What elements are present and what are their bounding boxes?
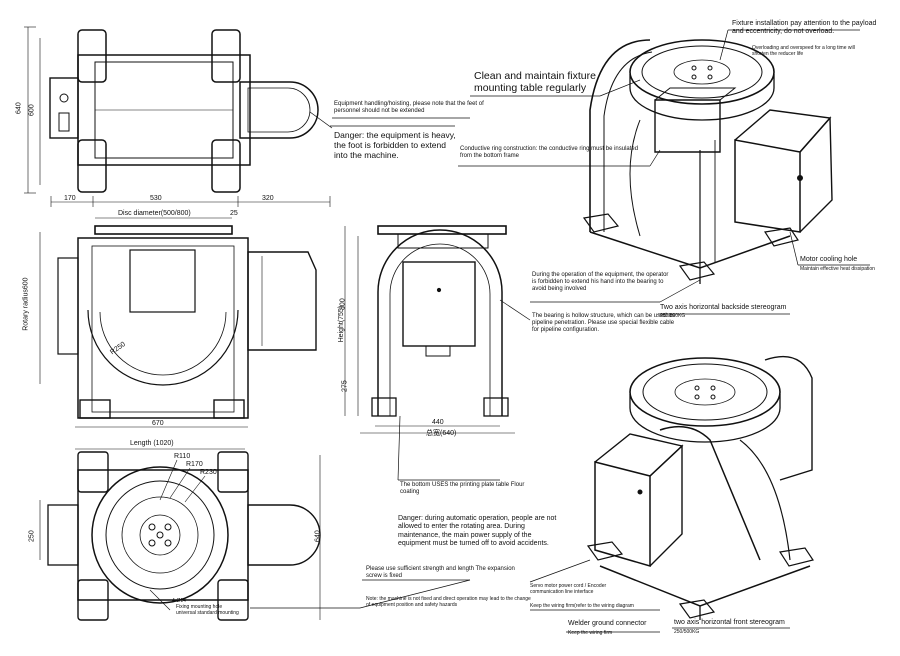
- dim-170: 170: [64, 195, 76, 202]
- backside-stereogram-sub: 250/500KG: [660, 313, 686, 319]
- top-view: [24, 26, 331, 207]
- note-wiring-firm: Keep the wiring firm(refer to the wiring…: [530, 603, 634, 609]
- note-motor-cooling-hole: Motor cooling hole: [800, 256, 858, 263]
- note-expansion-screw: Please use sufficient strength and lengt…: [366, 566, 515, 580]
- mounting-hole-sub1: Fixing mounting hole: [176, 604, 223, 610]
- note-danger-automatic: Danger: during automatic operation, peop…: [398, 515, 557, 547]
- dim-r230: R230: [200, 469, 217, 476]
- front-stereogram: [586, 355, 814, 620]
- dim-320: 320: [262, 195, 274, 202]
- dim-r110: R110: [174, 453, 191, 460]
- note-keep-firm: Keep the wiring firm: [568, 630, 613, 636]
- front-stereogram-sub: 250/500KG: [674, 629, 700, 635]
- note-fixture-installation: Fixture installation pay attention to th…: [732, 20, 877, 36]
- backside-stereogram: [582, 39, 833, 284]
- dim-25: 25: [230, 210, 238, 217]
- plan-view: [39, 448, 321, 621]
- dim-height: Height(755): [338, 305, 346, 343]
- note-leaders: [250, 29, 870, 633]
- mounting-hole-sub2: universal standard mounting: [176, 610, 239, 616]
- note-servo-cord: Servo motor power cord / Encoder communi…: [530, 583, 607, 595]
- dim-disc-diameter: Disc diameter(500/800): [118, 210, 191, 217]
- note-bottom-plate: The bottom USES the printing plate table…: [400, 482, 525, 496]
- dim-530: 530: [150, 195, 162, 202]
- dim-275: 275: [341, 380, 349, 392]
- mounting-hole-label: 4-Ø14: [172, 598, 186, 604]
- front-stereogram-title: two axis horizontal front stereogram: [674, 619, 785, 626]
- dim-600: 600: [28, 104, 36, 116]
- dim-250: 250: [28, 530, 36, 542]
- dim-440: 440: [432, 419, 444, 426]
- note-equipment-handling: Equipment handling/hoisting, please note…: [334, 101, 484, 115]
- dim-total-width: 总宽(640): [426, 430, 457, 437]
- note-heat-dissipation: Maintain effective heat dissipation: [800, 266, 875, 272]
- note-not-fixed: Note: the machine is not fixed and direc…: [366, 596, 531, 608]
- dim-r170: R170: [186, 461, 203, 468]
- note-danger-heavy: Danger: the equipment is heavy, the foot…: [334, 130, 456, 161]
- dim-640: 640: [15, 102, 23, 114]
- front-view: [39, 217, 317, 428]
- backside-stereogram-title: Two axis horizontal backside stereogram: [660, 304, 787, 311]
- dim-670: 670: [152, 420, 164, 427]
- side-view: [344, 225, 515, 434]
- dim-length: Length (1020): [130, 440, 174, 447]
- dim-640-plan: 640: [314, 530, 322, 542]
- note-overload: Overloading and overspeed for a long tim…: [752, 45, 855, 57]
- note-clean-maintain: Clean and maintain fixture mounting tabl…: [474, 70, 596, 95]
- note-bearing-hollow: The bearing is hollow structure, which c…: [532, 313, 675, 334]
- note-welder-ground: Welder ground connector: [568, 620, 647, 627]
- note-operation-forbidden: During the operation of the equipment, t…: [532, 272, 669, 293]
- dim-rotary-radius: Rotary radius600: [22, 277, 30, 331]
- note-conductive-ring: Conductive ring construction: the conduc…: [460, 146, 639, 160]
